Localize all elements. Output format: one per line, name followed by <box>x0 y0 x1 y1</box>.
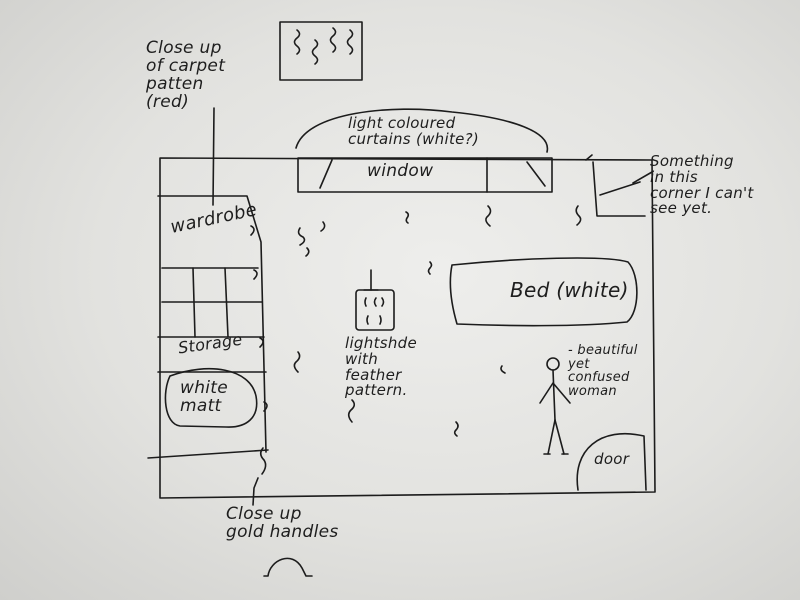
woman-note: - beautiful yet confused woman <box>568 343 638 399</box>
lightshade-label: lightshde with feather pattern. <box>345 334 418 400</box>
white-mat <box>165 369 256 427</box>
door <box>577 434 646 490</box>
room-outline <box>160 158 655 498</box>
curtains-arc <box>296 109 547 152</box>
carpet-swatch-icon <box>280 22 362 80</box>
window-label: window <box>367 161 434 181</box>
corner-pointer <box>633 172 652 183</box>
door-label: door <box>594 450 630 468</box>
curtains-label: light coloured curtains (white?) <box>348 114 480 148</box>
matt-label: white matt <box>180 378 229 416</box>
handles-pointer <box>253 478 258 505</box>
carpet-note: Close up of carpet patten (red) <box>146 38 226 112</box>
window <box>298 158 552 192</box>
corner-note: Something in this corner I can't see yet… <box>650 152 754 218</box>
handles-note: Close up gold handles <box>226 504 339 542</box>
unknown-corner <box>586 155 645 216</box>
lightshade-icon <box>356 270 394 330</box>
bed <box>450 258 636 326</box>
bed-label: Bed (white) <box>510 278 629 302</box>
carpet-pointer <box>213 108 214 205</box>
stick-figure-icon <box>540 358 570 454</box>
wardrobe-unit <box>148 196 268 458</box>
gold-handle-icon <box>264 558 312 576</box>
carpet-squiggles <box>261 206 581 474</box>
